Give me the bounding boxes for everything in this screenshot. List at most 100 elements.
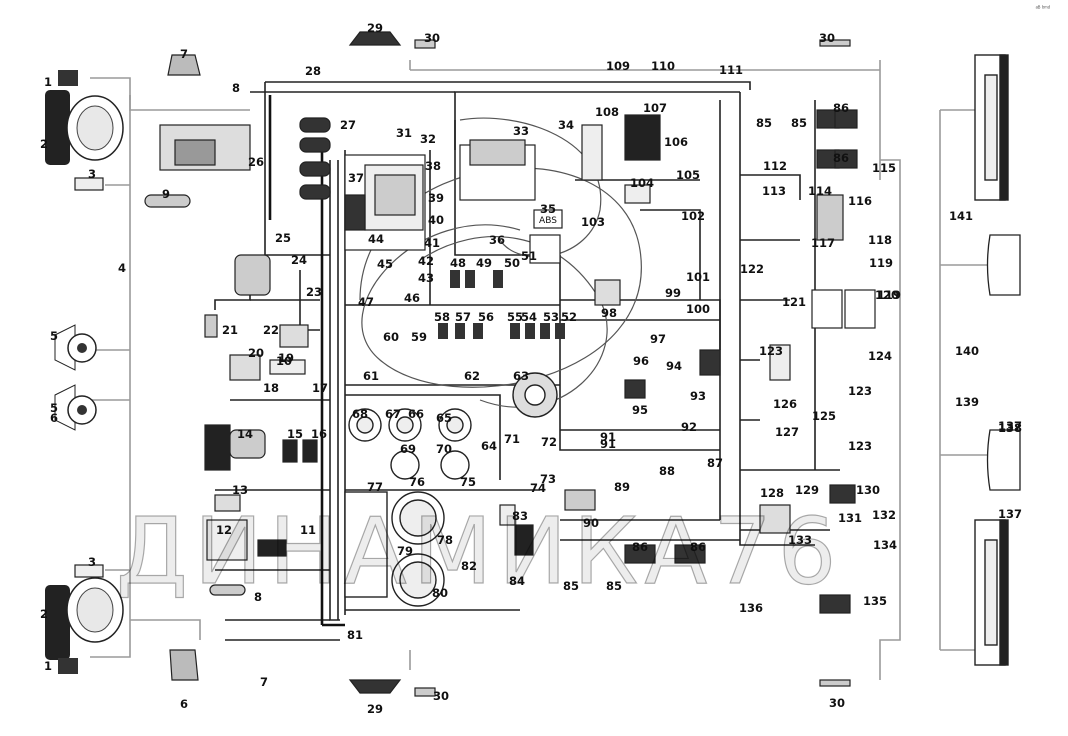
- taillight-right-top: [974, 54, 1009, 201]
- component-label-79: 79: [397, 544, 413, 558]
- component-label-132: 132: [872, 508, 896, 522]
- harness-light: [88, 60, 990, 680]
- component-label-122: 122: [740, 262, 764, 276]
- component-label-1: 1: [44, 659, 52, 673]
- component-label-71: 71: [504, 432, 520, 446]
- component-label-123: 123: [848, 384, 872, 398]
- component-label-124: 124: [868, 349, 892, 363]
- component-label-53: 53: [543, 310, 559, 324]
- component-label-111: 111: [719, 63, 743, 77]
- component-label-8: 8: [254, 590, 262, 604]
- component-label-118: 118: [868, 233, 892, 247]
- component-label-48: 48: [450, 256, 466, 270]
- component-label-106: 106: [664, 135, 688, 149]
- component-label-72: 72: [541, 435, 557, 449]
- component-label-138: 138: [998, 421, 1022, 435]
- component-label-123: 123: [759, 344, 783, 358]
- component-label-4: 4: [118, 261, 126, 275]
- harness-heavy: [268, 95, 345, 627]
- fuse-block: [299, 117, 426, 251]
- component-label-130: 130: [856, 483, 880, 497]
- corner-mark: ᵃᴮ ᵇᵐᵈ: [1035, 6, 1050, 12]
- component-label-54: 54: [521, 310, 537, 324]
- component-label-87: 87: [707, 456, 723, 470]
- component-label-24: 24: [291, 253, 307, 267]
- component-label-134: 134: [873, 538, 897, 552]
- component-label-2: 2: [40, 137, 48, 151]
- component-label-113: 113: [762, 184, 786, 198]
- component-label-18: 18: [263, 381, 279, 395]
- component-label-114: 114: [808, 184, 832, 198]
- component-label-91: 91: [600, 437, 616, 451]
- component-label-51: 51: [521, 249, 537, 263]
- component-label-34: 34: [558, 118, 574, 132]
- component-label-5: 5: [50, 401, 58, 415]
- component-label-30: 30: [829, 696, 845, 710]
- component-label-109: 109: [606, 59, 630, 73]
- component-label-64: 64: [481, 439, 497, 453]
- component-label-7: 7: [260, 675, 268, 689]
- component-label-97: 97: [650, 332, 666, 346]
- side-marker-upper: [986, 234, 1021, 296]
- component-label-17: 17: [312, 381, 328, 395]
- component-label-32: 32: [420, 132, 436, 146]
- component-label-25: 25: [275, 231, 291, 245]
- headlight-left-top: [45, 70, 124, 165]
- component-label-125: 125: [812, 409, 836, 423]
- component-label-88: 88: [659, 464, 675, 478]
- component-label-9: 9: [162, 187, 170, 201]
- component-label-61: 61: [363, 369, 379, 383]
- component-label-30: 30: [433, 689, 449, 703]
- component-label-56: 56: [478, 310, 494, 324]
- connector-row: [438, 270, 565, 339]
- component-label-6: 6: [50, 411, 58, 425]
- component-label-115: 115: [872, 161, 896, 175]
- component-label-5: 5: [50, 329, 58, 343]
- horn-lower: [54, 384, 97, 431]
- component-label-22: 22: [263, 323, 279, 337]
- component-label-68: 68: [352, 407, 368, 421]
- component-label-90: 90: [583, 516, 599, 530]
- component-label-47: 47: [358, 295, 374, 309]
- component-label-20: 20: [248, 346, 264, 360]
- component-label-70: 70: [436, 442, 452, 456]
- component-label-89: 89: [614, 480, 630, 494]
- component-label-91: 91: [600, 430, 616, 444]
- component-label-84: 84: [509, 574, 525, 588]
- component-label-65: 65: [436, 411, 452, 425]
- component-label-92: 92: [681, 420, 697, 434]
- component-label-66: 66: [408, 407, 424, 421]
- component-label-86: 86: [833, 101, 849, 115]
- component-label-2: 2: [40, 607, 48, 621]
- component-label-50: 50: [504, 256, 520, 270]
- side-marker-lower: [986, 429, 1021, 491]
- component-label-42: 42: [418, 254, 434, 268]
- component-label-13: 13: [232, 483, 248, 497]
- component-label-37: 37: [348, 171, 364, 185]
- component-label-23: 23: [306, 285, 322, 299]
- component-label-74: 74: [530, 481, 546, 495]
- component-label-112: 112: [763, 159, 787, 173]
- component-label-133: 133: [788, 533, 812, 547]
- component-label-99: 99: [665, 286, 681, 300]
- component-label-73: 73: [540, 472, 556, 486]
- component-label-28: 28: [305, 64, 321, 78]
- component-label-26: 26: [248, 155, 264, 169]
- component-label-110: 110: [651, 59, 675, 73]
- component-label-6: 6: [180, 697, 188, 711]
- component-label-81: 81: [347, 628, 363, 642]
- component-label-86: 86: [632, 540, 648, 554]
- component-label-36: 36: [489, 233, 505, 247]
- component-label-30: 30: [424, 31, 440, 45]
- component-label-57: 57: [455, 310, 471, 324]
- component-label-83: 83: [512, 509, 528, 523]
- components-right: [499, 109, 876, 614]
- component-label-63: 63: [513, 369, 529, 383]
- component-label-100: 100: [686, 302, 710, 316]
- component-label-140: 140: [955, 344, 979, 358]
- starter-group: [348, 31, 851, 697]
- component-label-86: 86: [690, 540, 706, 554]
- component-label-119: 119: [877, 288, 901, 302]
